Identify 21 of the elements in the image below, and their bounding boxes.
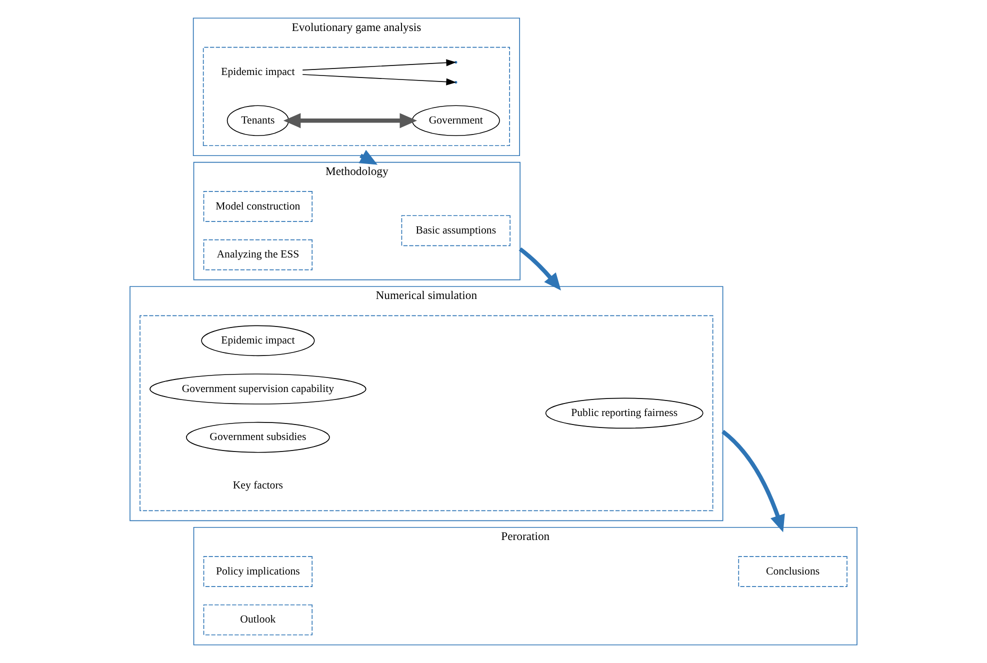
node-ellipse: Government	[412, 105, 500, 136]
arrow	[302, 59, 456, 70]
node-box: Analyzing the ESS	[203, 239, 313, 270]
arrow	[518, 247, 561, 290]
node-ellipse: Public reporting fairness	[545, 398, 704, 429]
node-box: Basic assumptions	[401, 215, 510, 246]
label: Key factors	[232, 480, 284, 492]
node-text: Epidemic impact	[221, 66, 295, 78]
node-box: Conclusions	[738, 556, 848, 587]
node-ellipse: Government subsidies	[186, 422, 330, 453]
node-box: Model construction	[203, 191, 313, 222]
arrow	[302, 74, 456, 86]
node-box: Policy implications	[203, 556, 313, 587]
cluster	[202, 46, 510, 146]
arrow	[721, 430, 785, 532]
node-box: Outlook	[203, 604, 313, 636]
node-ellipse: Tenants	[226, 105, 289, 136]
node-ellipse: Epidemic impact	[201, 325, 315, 356]
arrow	[283, 113, 418, 128]
node-ellipse: Government supervision capability	[150, 374, 366, 404]
cluster	[140, 315, 714, 512]
